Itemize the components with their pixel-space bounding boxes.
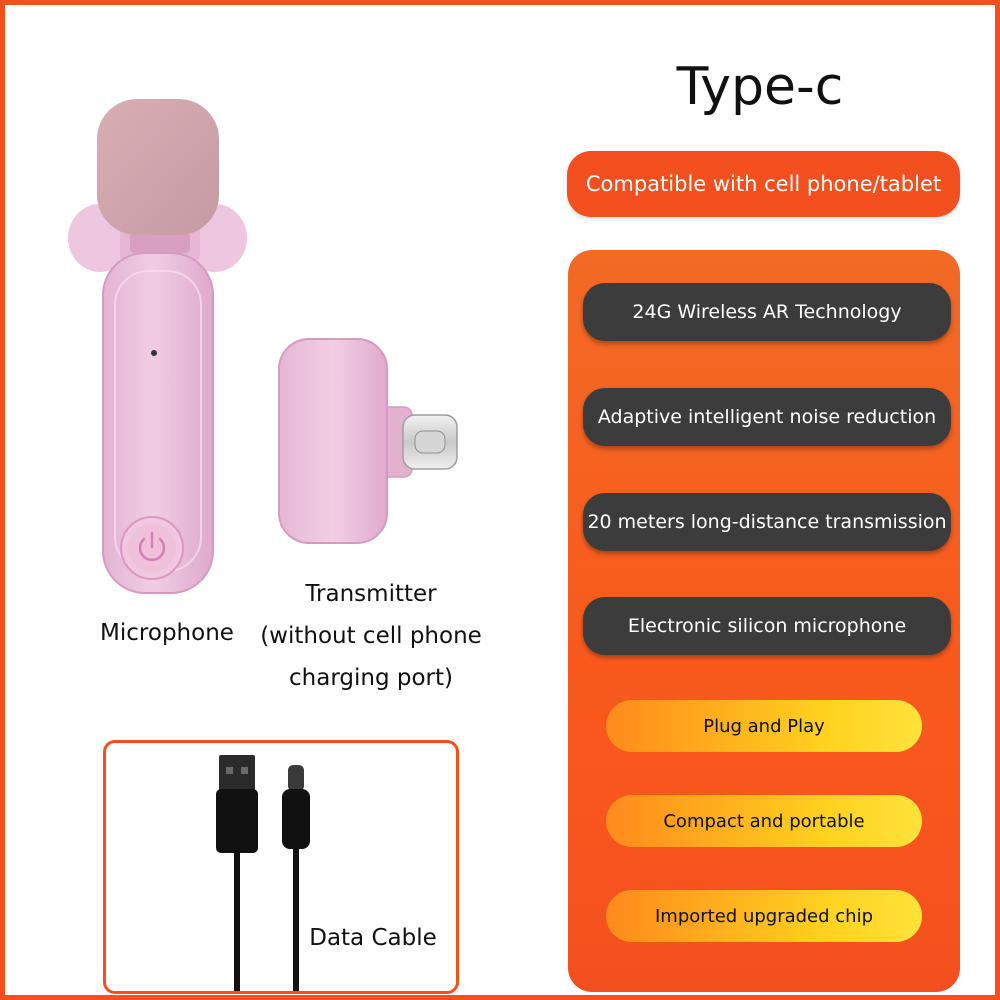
feature-pill: Electronic silicon microphone (583, 597, 951, 655)
microphone-image (68, 99, 247, 594)
feature-pill-highlight: Plug and Play (606, 700, 922, 752)
transmitter-label-line: (without cell phone (260, 623, 482, 649)
feature-pill: Adaptive intelligent noise reduction (583, 388, 951, 446)
page-title: Type-c (676, 57, 844, 117)
transmitter-image (278, 338, 458, 544)
feature-pill-highlight: Imported upgraded chip (606, 890, 922, 942)
power-icon (120, 516, 184, 580)
data-cable-image (216, 755, 310, 991)
feature-pill: 24G Wireless AR Technology (583, 283, 951, 341)
transmitter-label-line: charging port) (289, 665, 453, 691)
compatibility-badge: Compatible with cell phone/tablet (567, 151, 960, 217)
mic-head (97, 99, 219, 235)
usb-a-plug (216, 789, 258, 853)
feature-pill: 20 meters long-distance transmission (583, 493, 951, 551)
mic-body (102, 252, 214, 594)
data-cable-label: Data Cable (309, 925, 437, 951)
transmitter-label-line: Transmitter (305, 581, 437, 607)
usb-c-cable-plug (282, 789, 310, 849)
transmitter-body (278, 338, 388, 544)
data-cable-box: Data Cable (103, 740, 459, 994)
microphone-label: Microphone (100, 620, 234, 646)
feature-pill-highlight: Compact and portable (606, 795, 922, 847)
transmitter-label: Transmitter (without cell phone charging… (245, 573, 497, 699)
